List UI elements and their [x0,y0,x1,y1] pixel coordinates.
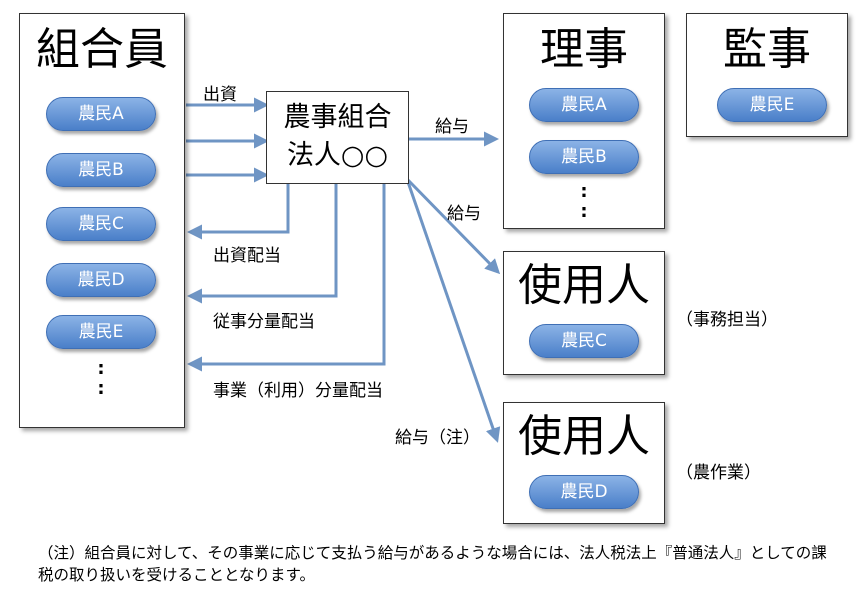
member-pill: 農民B [46,153,156,187]
member-pill: 農民A [46,97,156,131]
corporation-box: 農事組合 法人○○ [266,91,409,184]
directors-title: 理事 [540,24,628,75]
directors-more-dots: :: [580,181,588,222]
employee1-role: （事務担当） [676,310,778,330]
director-pill: 農民A [529,88,639,122]
auditor-box: 監事 農民E [686,13,848,137]
employee2-box: 使用人 農民D [503,402,665,524]
work-dividend-arrow [187,184,338,304]
usage-dividend-label: 事業（利用）分量配当 [213,381,383,401]
footnote: （注）組合員に対して、その事業に応じて支払う給与があるような場合には、法人税法上… [38,544,827,584]
auditor-pill: 農民E [717,88,827,122]
corporation-name-line1: 農事組合 [283,102,392,133]
directors-box: 理事 農民A 農民B :: [503,13,665,229]
usage-dividend-arrow [187,184,386,372]
members-title: 組合員 [36,24,168,75]
employee2-title: 使用人 [518,411,650,462]
members-box: 組合員 農民A 農民B 農民C 農民D 農民E :: [19,13,185,428]
employee2-role: （農作業） [676,463,761,483]
salary-employee1-label: 給与 [447,204,481,224]
members-more-dots: :: [97,358,105,399]
salary-employee2-arrow [406,181,501,443]
employee2-pill: 農民D [529,475,639,509]
salary-employee2-label: 給与（注） [395,428,480,448]
member-pill: 農民D [46,263,156,297]
salary-employee1-arrow [406,178,501,275]
employee1-pill: 農民C [529,324,639,358]
corporation-name-line2: 法人○○ [286,140,389,171]
employee1-title: 使用人 [518,260,650,311]
member-pill: 農民E [46,315,156,349]
auditor-title: 監事 [723,24,811,75]
investment-dividend-arrow [187,184,290,240]
salary-directors-label: 給与 [435,117,469,137]
investment-label: 出資 [203,85,237,105]
investment-dividend-label: 出資配当 [213,246,281,266]
work-dividend-label: 従事分量配当 [213,312,315,332]
director-pill: 農民B [529,140,639,174]
member-pill: 農民C [46,207,156,241]
employee1-box: 使用人 農民C [503,251,665,375]
